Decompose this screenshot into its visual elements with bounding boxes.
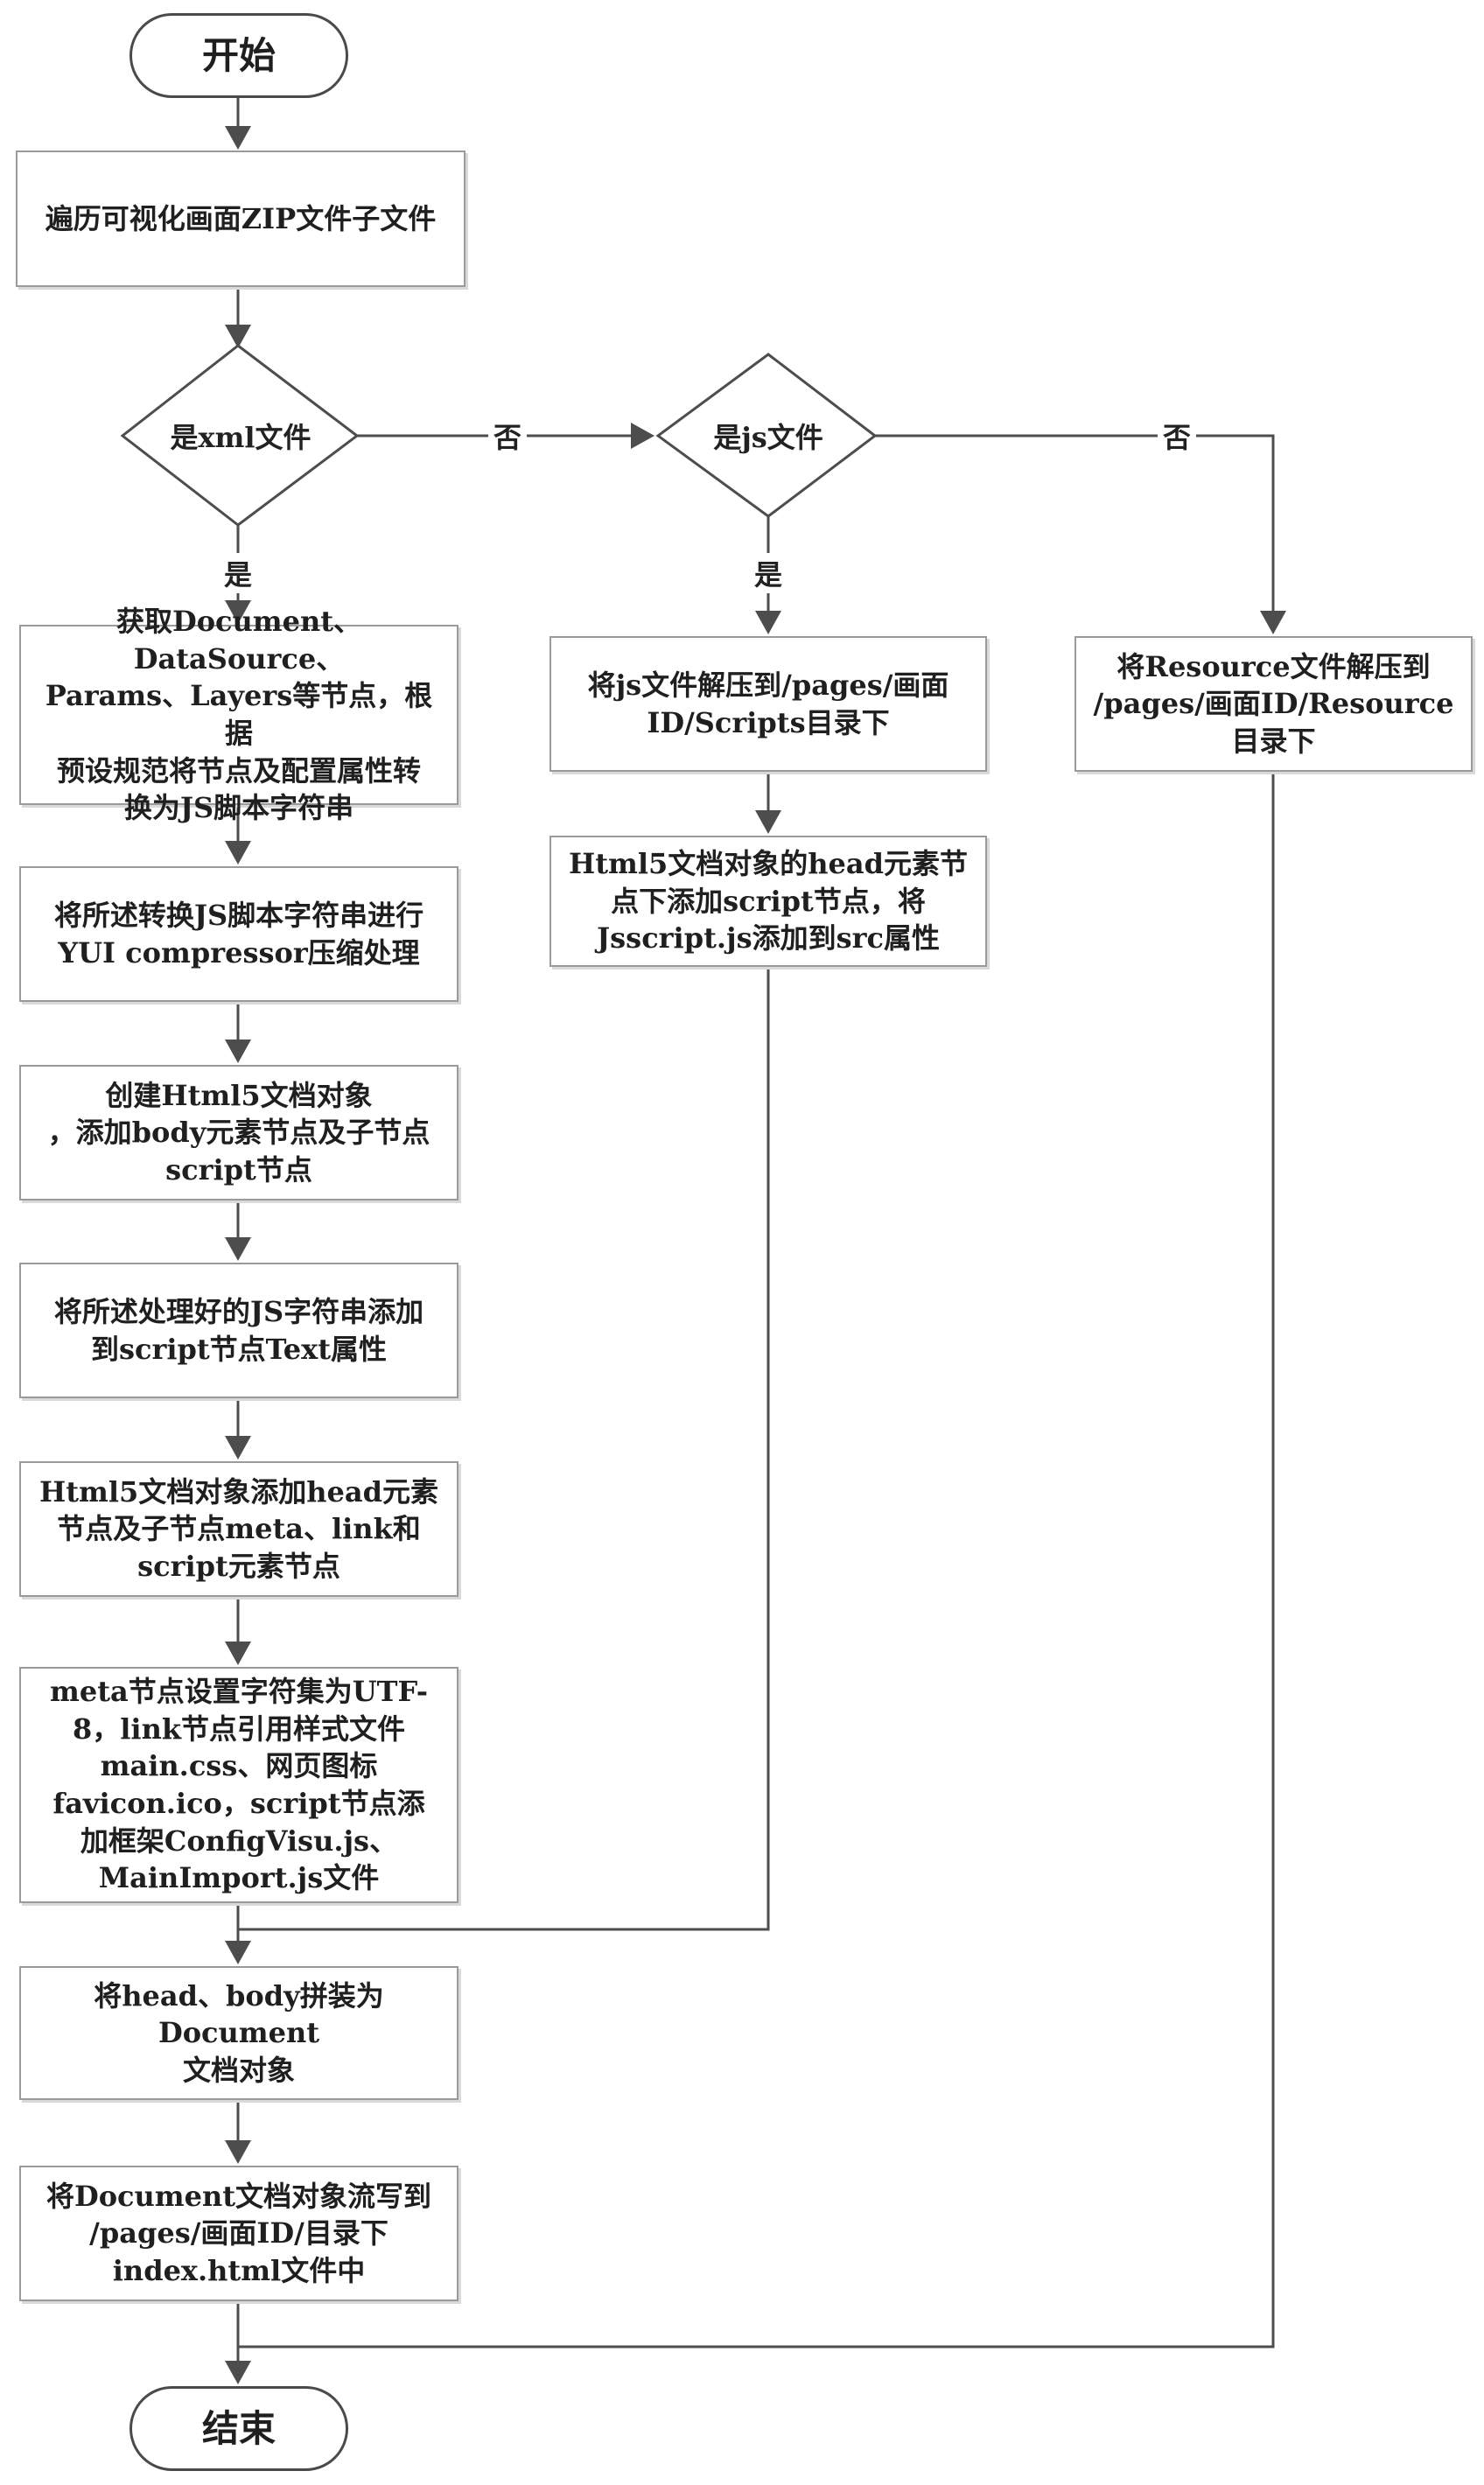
step-assemble: 将head、body拼装为Document 文档对象 — [19, 1966, 458, 2100]
start-terminal: 开始 — [130, 13, 348, 98]
step-traverse: 遍历可视化画面ZIP文件子文件 — [16, 150, 466, 287]
label-xml-yes: 是 — [218, 553, 258, 593]
arrow-js-no — [875, 434, 1286, 634]
step-extract-resource: 将Resource文件解压到 /pages/画面ID/Resource 目录下 — [1074, 636, 1473, 772]
label-xml-no: 否 — [487, 416, 528, 456]
step-compress: 将所述转换JS脚本字符串进行 YUI compressor压缩处理 — [19, 866, 458, 1002]
step-get-nodes: 获取Document、DataSource、 Params、Layers等节点，… — [19, 605, 458, 824]
decision-is-js: 是js文件 — [713, 421, 823, 454]
arrow-resource-merge — [238, 772, 1275, 2348]
decision-is-xml: 是xml文件 — [170, 421, 312, 454]
step-write-doc: 将Document文档对象流写到 /pages/画面ID/目录下 index.h… — [19, 2166, 458, 2301]
step-set-meta: meta节点设置字符集为UTF- 8，link节点引用样式文件 main.css… — [19, 1667, 458, 1903]
label-js-yes: 是 — [748, 553, 788, 593]
step-extract-js: 将js文件解压到/pages/画面 ID/Scripts目录下 — [550, 636, 987, 772]
step-add-text: 将所述处理好的JS字符串添加 到script节点Text属性 — [19, 1263, 458, 1398]
step-create-html5: 创建Html5文档对象 ，添加body元素节点及子节点 script节点 — [19, 1065, 458, 1200]
label-js-no: 否 — [1157, 416, 1197, 456]
end-terminal: 结束 — [130, 2386, 348, 2471]
step-add-script-src: Html5文档对象的head元素节 点下添加script节点，将 Jsscrip… — [550, 836, 987, 967]
step-add-head: Html5文档对象添加head元素 节点及子节点meta、link和 scrip… — [19, 1461, 458, 1597]
arrow-addsrc-merge — [238, 967, 770, 1931]
